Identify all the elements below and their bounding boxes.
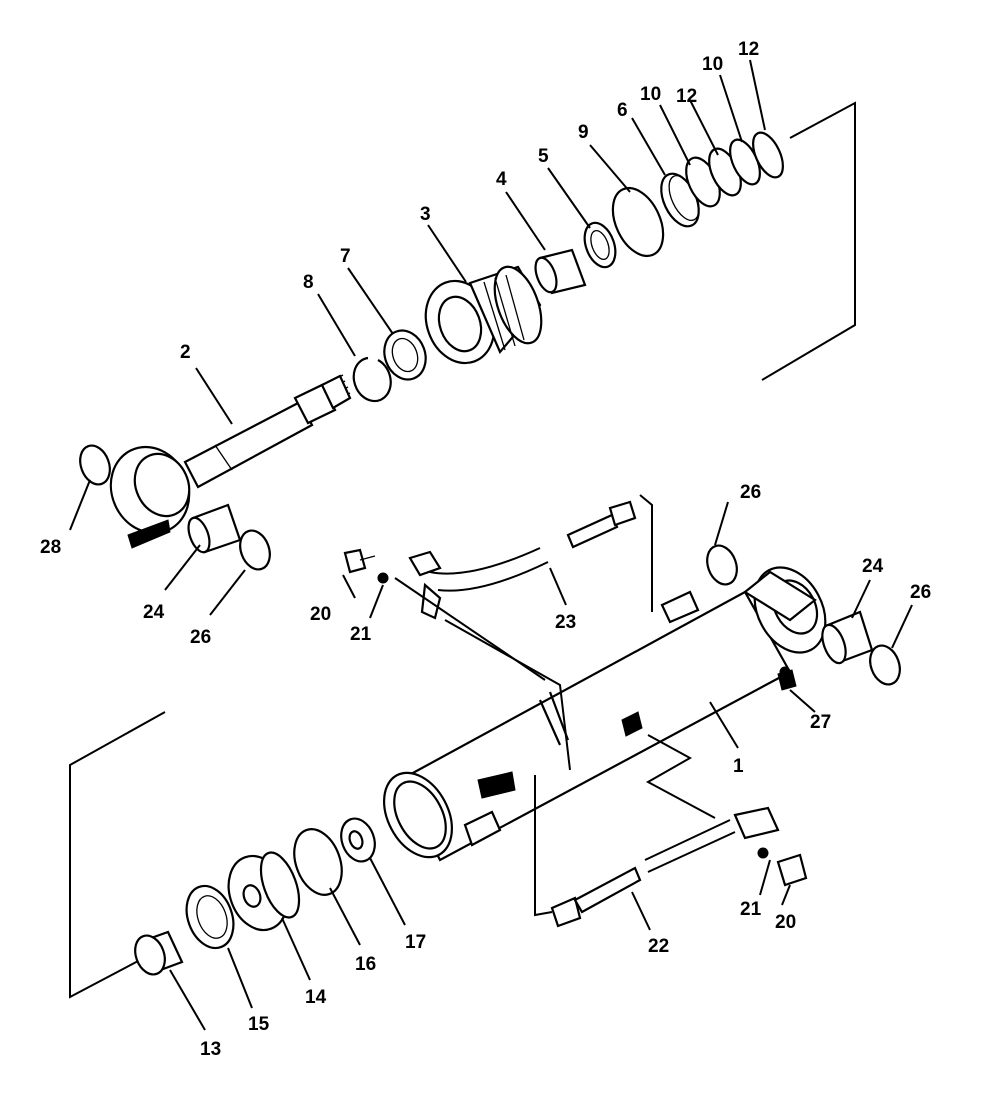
label-24b: 24 bbox=[862, 556, 884, 577]
label-15: 15 bbox=[248, 1014, 270, 1035]
pipe-23 bbox=[408, 500, 637, 620]
label-2: 2 bbox=[180, 342, 191, 363]
nut-17 bbox=[340, 817, 376, 863]
label-12a: 12 bbox=[676, 86, 697, 107]
label-12b: 12 bbox=[738, 39, 759, 60]
ring-12-b bbox=[752, 131, 784, 179]
label-23: 23 bbox=[555, 612, 576, 633]
seal-5 bbox=[583, 221, 617, 269]
bolt-20-left bbox=[343, 548, 376, 574]
label-14: 14 bbox=[305, 987, 327, 1008]
label-3: 3 bbox=[420, 204, 431, 225]
label-10b: 10 bbox=[702, 54, 723, 75]
label-24a: 24 bbox=[143, 602, 165, 623]
label-26c: 26 bbox=[740, 482, 761, 503]
washer-21-left bbox=[377, 572, 389, 584]
label-20a: 20 bbox=[310, 604, 331, 625]
o-ring-9 bbox=[611, 186, 665, 258]
leader-lines bbox=[69, 59, 913, 1031]
grease-fitting-27 bbox=[777, 666, 797, 691]
label-27: 27 bbox=[810, 712, 831, 733]
label-26d: 26 bbox=[910, 582, 931, 603]
label-6: 6 bbox=[617, 100, 628, 121]
piston-14 bbox=[227, 851, 301, 932]
cylinder-tube bbox=[383, 566, 827, 862]
label-22: 22 bbox=[648, 936, 669, 957]
bottom-assembly-bracket bbox=[69, 711, 166, 999]
rod-seal-26 bbox=[239, 529, 271, 571]
nut-13 bbox=[134, 930, 184, 976]
label-20b: 20 bbox=[775, 912, 796, 933]
washer-21-right bbox=[757, 847, 769, 859]
label-4: 4 bbox=[496, 169, 507, 190]
seal-26-right bbox=[869, 644, 901, 686]
rod-seal-28 bbox=[79, 444, 111, 486]
label-26b: 26 bbox=[190, 627, 211, 648]
bolt-20-right bbox=[776, 853, 808, 887]
pipe-22 bbox=[550, 806, 780, 928]
label-7: 7 bbox=[340, 246, 351, 267]
snap-ring-8 bbox=[352, 356, 392, 403]
label-28: 28 bbox=[40, 537, 61, 558]
top-assembly-bracket bbox=[761, 101, 856, 381]
label-21b: 21 bbox=[740, 899, 762, 920]
label-21a: 21 bbox=[350, 624, 372, 645]
label-5: 5 bbox=[538, 146, 549, 167]
callout-labels: 1 2 3 4 5 6 7 8 9 10 12 10 12 28 24 26 2… bbox=[40, 39, 931, 1060]
label-10a: 10 bbox=[640, 84, 661, 105]
rod-bushing-24 bbox=[187, 503, 242, 554]
label-13: 13 bbox=[200, 1039, 221, 1060]
piston-rod bbox=[109, 374, 352, 549]
label-9: 9 bbox=[578, 122, 589, 143]
seal-26-top bbox=[706, 544, 738, 586]
bushing-4 bbox=[534, 248, 587, 295]
label-16: 16 bbox=[355, 954, 376, 975]
label-1: 1 bbox=[733, 756, 744, 777]
label-8: 8 bbox=[303, 272, 314, 293]
label-17: 17 bbox=[405, 932, 426, 953]
gland-3 bbox=[424, 265, 543, 365]
ring-16 bbox=[293, 828, 343, 896]
